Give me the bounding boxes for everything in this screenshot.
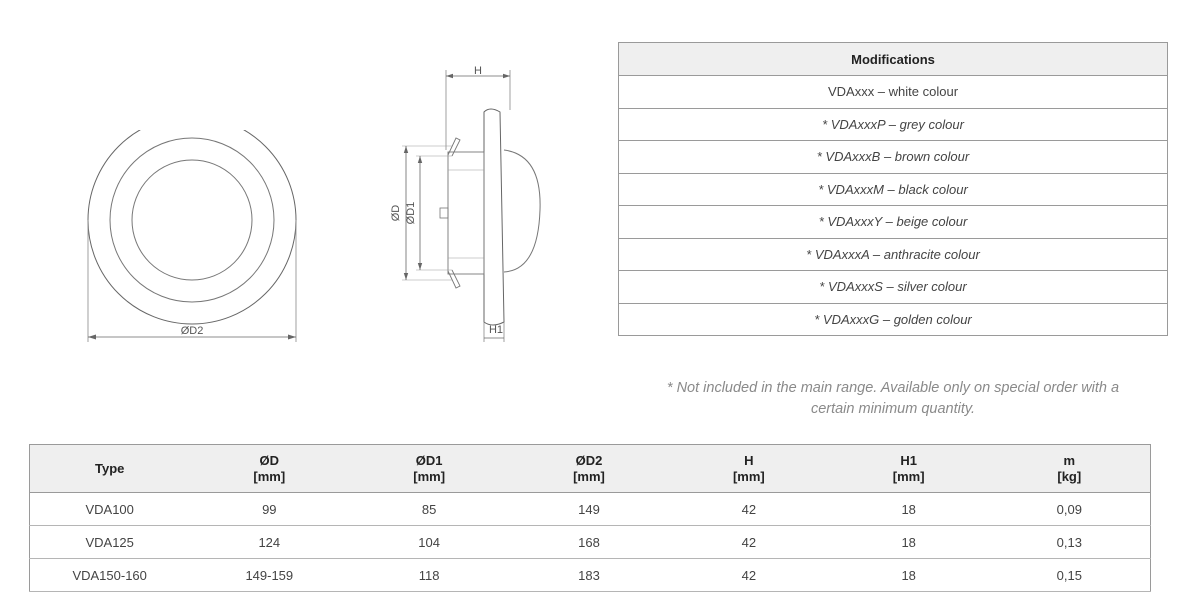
modification-row: * VDAxxxM – black colour [618, 172, 1168, 206]
modification-row: * VDAxxxY – beige colour [618, 205, 1168, 239]
cell-d: 99 [189, 492, 350, 526]
modification-row: VDAxxx – white colour [618, 75, 1168, 109]
modifications-table: Modifications VDAxxx – white colour * VD… [618, 42, 1168, 336]
table-row: VDA150-160 149-159 118 183 42 18 0,15 [29, 558, 1151, 592]
middle-ring [109, 137, 275, 303]
table-row: VDA100 99 85 149 42 18 0,09 [29, 492, 1151, 526]
cell-type: VDA150-160 [29, 558, 190, 592]
modification-row: * VDAxxxB – brown colour [618, 140, 1168, 174]
h-label: H [474, 65, 482, 77]
modification-row: * VDAxxxP – grey colour [618, 107, 1168, 141]
cell-d1: 118 [349, 558, 510, 592]
modification-row: * VDAxxxG – golden colour [618, 302, 1168, 336]
cell-m: 0,15 [988, 558, 1151, 592]
footnote: * Not included in the main range. Availa… [618, 378, 1168, 420]
header-h: H[mm] [668, 444, 829, 493]
cell-type: VDA100 [29, 492, 190, 526]
d2-label: ØD2 [181, 325, 204, 337]
cell-m: 0,09 [988, 492, 1151, 526]
cell-h: 42 [668, 525, 829, 559]
h1-label: H1 [489, 324, 503, 336]
header-m: m[kg] [988, 444, 1151, 493]
header-h1: H1[mm] [828, 444, 989, 493]
d-label: ØD [390, 205, 402, 222]
cell-h1: 18 [828, 525, 989, 559]
table-row: VDA125 124 104 168 42 18 0,13 [29, 525, 1151, 559]
cell-h: 42 [668, 558, 829, 592]
modification-row: * VDAxxxA – anthracite colour [618, 237, 1168, 271]
footnote-line-1: * Not included in the main range. Availa… [666, 380, 1120, 396]
cell-h1: 18 [828, 492, 989, 526]
cell-d1: 104 [349, 525, 510, 559]
footnote-line-2: certain minimum quantity. [810, 401, 976, 417]
cell-type: VDA125 [29, 525, 190, 559]
header-d: ØD[mm] [189, 444, 350, 493]
cell-d2: 168 [509, 525, 669, 559]
inner-ring [131, 159, 253, 281]
specification-table: Type ØD[mm] ØD1[mm] ØD2[mm] H[mm] H1[mm]… [29, 444, 1151, 592]
header-d2: ØD2[mm] [509, 444, 669, 493]
cell-m: 0,13 [988, 525, 1151, 559]
cell-d: 149-159 [189, 558, 350, 592]
header-d1: ØD1[mm] [349, 444, 510, 493]
outer-ring [87, 130, 297, 325]
d1-label: ØD1 [405, 202, 417, 225]
cell-d1: 85 [349, 492, 510, 526]
cell-h: 42 [668, 492, 829, 526]
cell-d2: 149 [509, 492, 669, 526]
side-view-drawing: H ØD ØD1 H1 [390, 65, 541, 342]
cell-d2: 183 [509, 558, 669, 592]
cell-d: 124 [189, 525, 350, 559]
header-type: Type [29, 444, 190, 493]
modifications-header: Modifications [618, 42, 1168, 76]
cell-h1: 18 [828, 558, 989, 592]
modification-row: * VDAxxxS – silver colour [618, 270, 1168, 304]
front-view-drawing: ØD2 [87, 130, 297, 342]
